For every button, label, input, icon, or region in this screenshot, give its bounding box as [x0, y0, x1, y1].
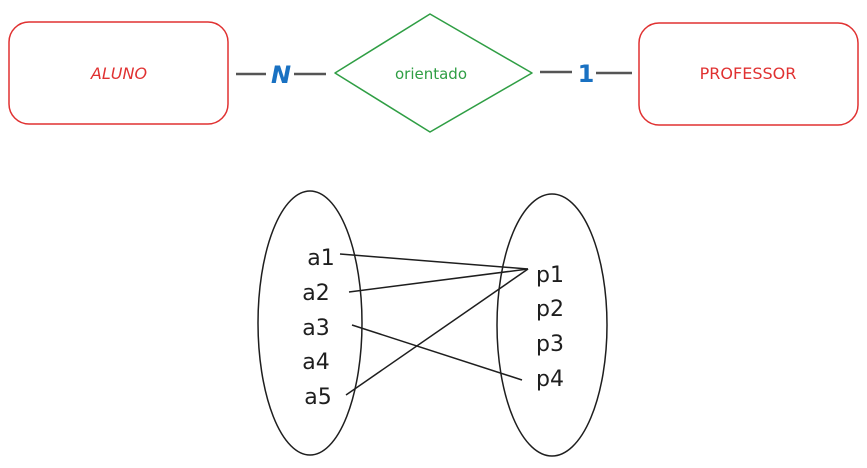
set-item-p2: p2 [536, 297, 564, 322]
set-item-p1: p1 [536, 263, 564, 288]
set-item-a5: a5 [304, 385, 331, 410]
entity-professor-box[interactable] [638, 22, 859, 126]
mapping-a1-p1 [339, 253, 529, 270]
set-professores-ellipse [496, 193, 608, 457]
set-item-a4: a4 [302, 350, 329, 375]
set-item-p4: p4 [536, 367, 564, 392]
set-item-a1: a1 [307, 246, 334, 271]
mapping-a5-p1 [345, 268, 529, 396]
relationship-label: orientado [395, 65, 467, 83]
set-item-p3: p3 [536, 332, 564, 357]
set-item-a3: a3 [302, 316, 329, 341]
set-alunos-ellipse [257, 190, 363, 456]
cardinality-n: N [271, 61, 291, 89]
mapping-a2-p1 [348, 268, 529, 293]
cardinality-1: 1 [578, 60, 595, 88]
entity-aluno-box[interactable] [8, 21, 229, 125]
relationship-diamond[interactable] [334, 13, 533, 133]
entity-professor-label: PROFESSOR [700, 64, 797, 83]
mapping-a3-p4 [351, 324, 523, 381]
entity-aluno-label: ALUNO [90, 64, 147, 83]
set-item-a2: a2 [302, 281, 329, 306]
